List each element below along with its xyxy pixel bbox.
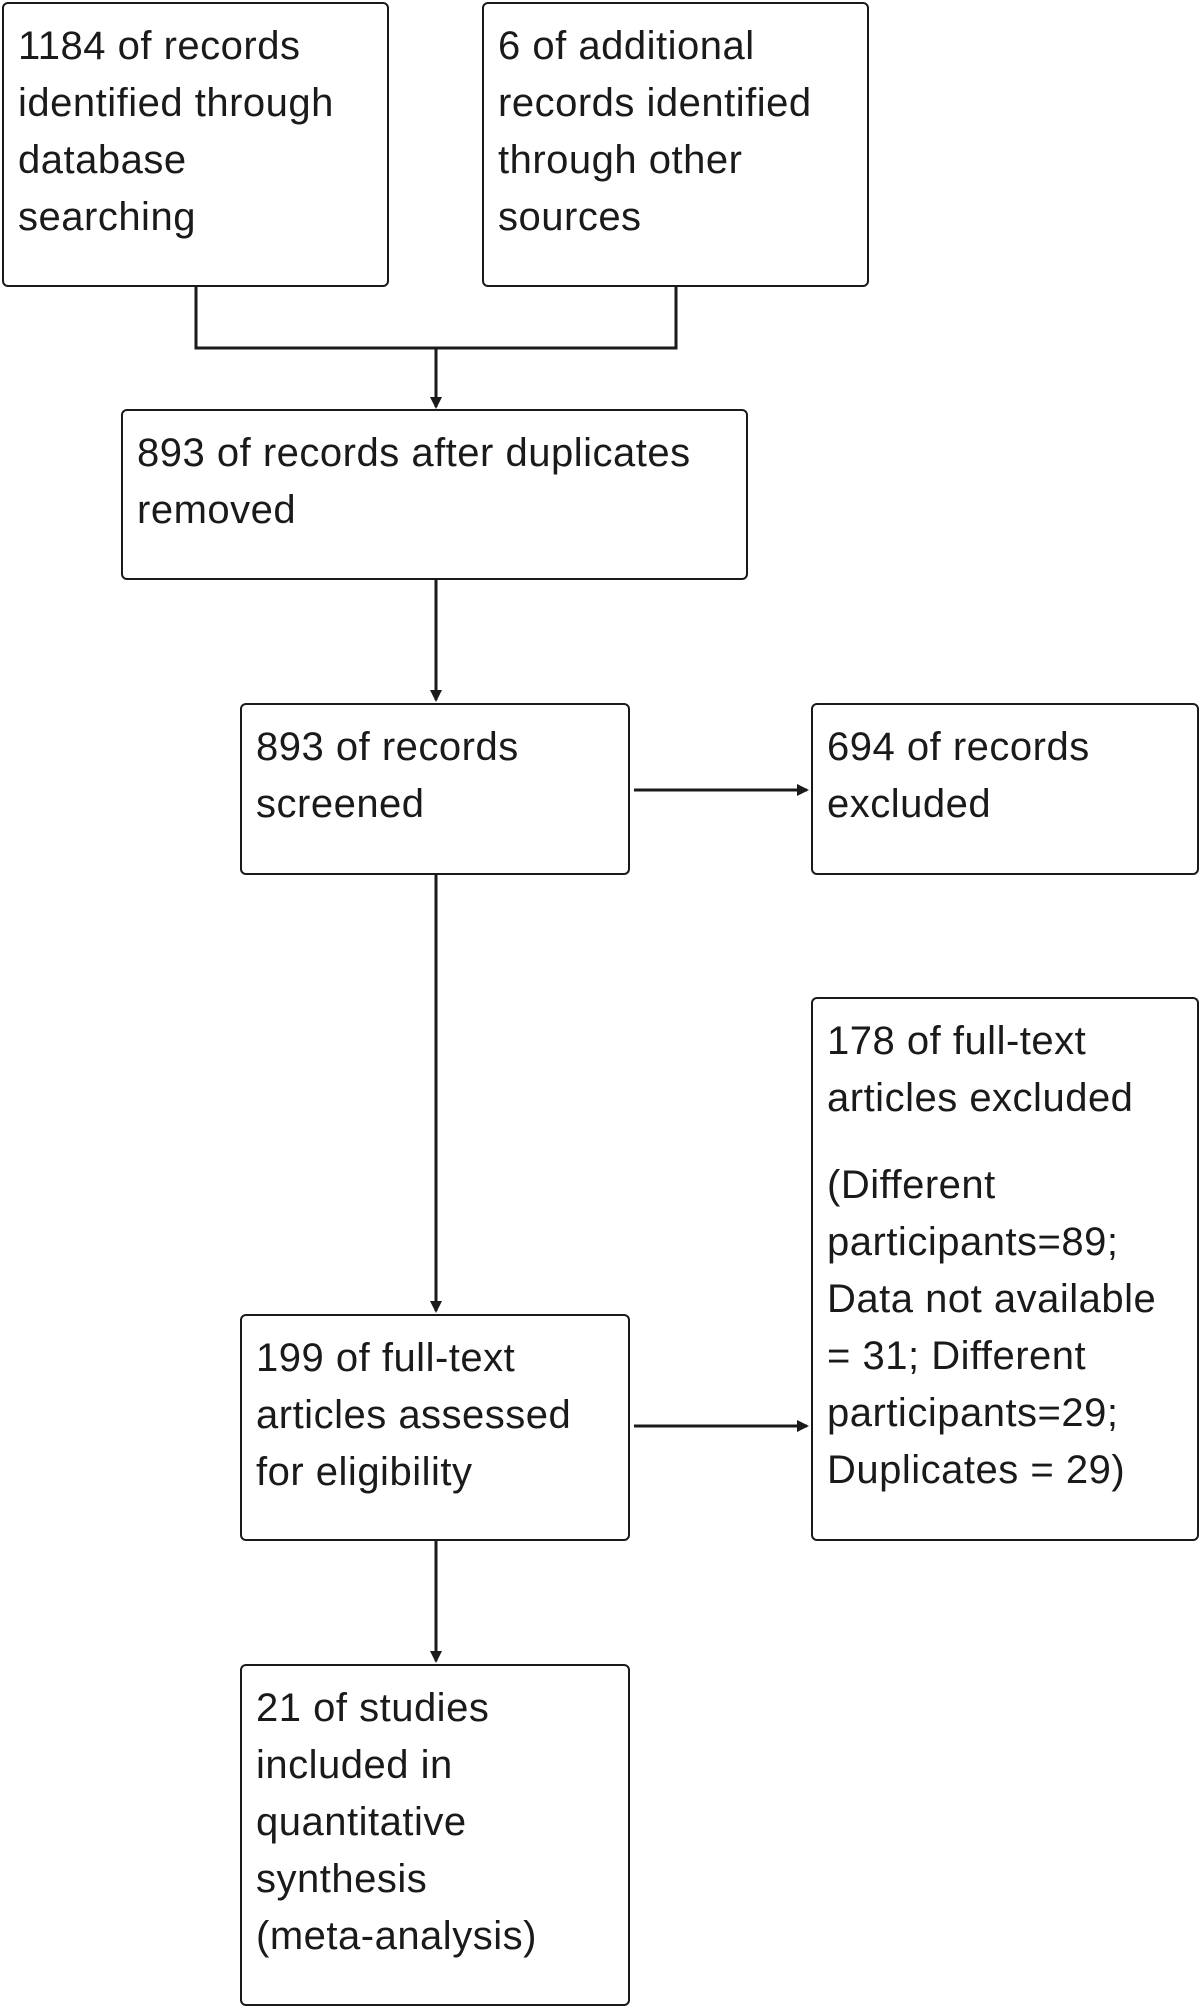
exclusion-reason-line: (Different — [827, 1163, 996, 1207]
box-text-line: 21 of studies — [256, 1686, 490, 1730]
box-text-line: (meta-analysis) — [256, 1914, 537, 1958]
eligibility-assessed-box: 199 of full-text articles assessed for e… — [240, 1314, 630, 1541]
box-text-line: screened — [256, 782, 425, 826]
exclusion-reason-line: participants=29; — [827, 1391, 1119, 1435]
box-text-line: through other — [498, 138, 743, 182]
duplicates-removed-box: 893 of records after duplicates removed — [121, 409, 748, 580]
box-text-line: database — [18, 138, 187, 182]
box-text-line: 1184 of records — [18, 24, 301, 68]
box-text-line: quantitative — [256, 1800, 467, 1844]
box-text-line: 694 of records — [827, 725, 1090, 769]
box-text-line: searching — [18, 195, 196, 239]
records-screened-box: 893 of records screened — [240, 703, 630, 875]
box-text-line: records identified — [498, 81, 812, 125]
exclusion-reason-line: participants=89; — [827, 1220, 1119, 1264]
box-text-line: articles assessed — [256, 1393, 572, 1437]
box-text-line: sources — [498, 195, 642, 239]
box-text-line: 199 of full-text — [256, 1336, 516, 1380]
box-text-line: 6 of additional — [498, 24, 755, 68]
exclusion-reason-line: Duplicates = 29) — [827, 1448, 1126, 1492]
records-other-sources-box: 6 of additional records identified throu… — [482, 2, 869, 287]
box-text-line: 178 of full-text — [827, 1019, 1087, 1063]
records-database-box: 1184 of records identified through datab… — [2, 2, 389, 287]
box-text-line: identified through — [18, 81, 334, 125]
exclusion-reason-line: Data not available — [827, 1277, 1157, 1321]
box-text-line: removed — [137, 488, 297, 532]
box-text-line: 893 of records after duplicates — [137, 431, 691, 475]
box-text-line: for eligibility — [256, 1450, 473, 1494]
merge-connector-line — [194, 287, 678, 350]
box-text-line: excluded — [827, 782, 992, 826]
box-text-line: 893 of records — [256, 725, 519, 769]
box-text-line: synthesis — [256, 1857, 428, 1901]
box-text-line: included in — [256, 1743, 453, 1787]
box-text-line: articles excluded — [827, 1076, 1134, 1120]
records-excluded-box: 694 of records excluded — [811, 703, 1199, 875]
exclusion-reason-line: = 31; Different — [827, 1334, 1087, 1378]
fulltext-excluded-box: 178 of full-text articles excluded (Diff… — [811, 997, 1199, 1541]
spacer — [827, 1127, 1183, 1157]
studies-included-box: 21 of studies included in quantitative s… — [240, 1664, 630, 2006]
